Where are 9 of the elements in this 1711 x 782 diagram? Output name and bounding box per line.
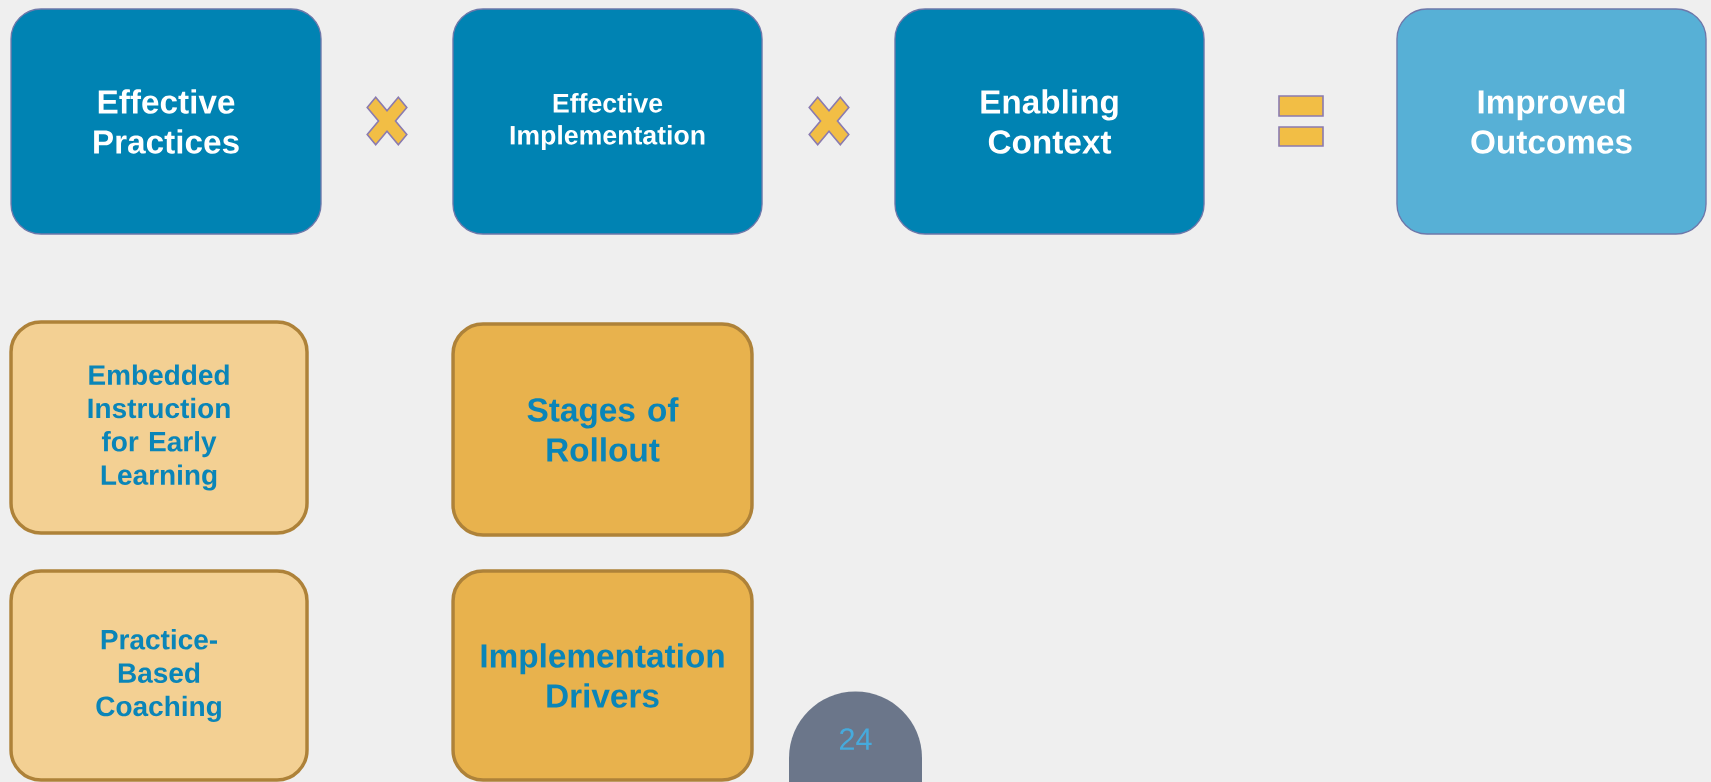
process-box: Effective Practices bbox=[10, 8, 322, 235]
page-number: 24 bbox=[789, 691, 922, 782]
implementation-box: Implementation Drivers bbox=[451, 569, 754, 782]
implementation-box: Stages of Rollout bbox=[451, 322, 754, 537]
process-box: Enabling Context bbox=[894, 8, 1205, 235]
practice-box: Embedded Instruction for Early Learning bbox=[9, 320, 309, 535]
process-box: Effective Implementation bbox=[452, 8, 763, 235]
practice-box: Practice-Based Coaching bbox=[9, 569, 309, 782]
result-box: Improved Outcomes bbox=[1396, 8, 1707, 235]
